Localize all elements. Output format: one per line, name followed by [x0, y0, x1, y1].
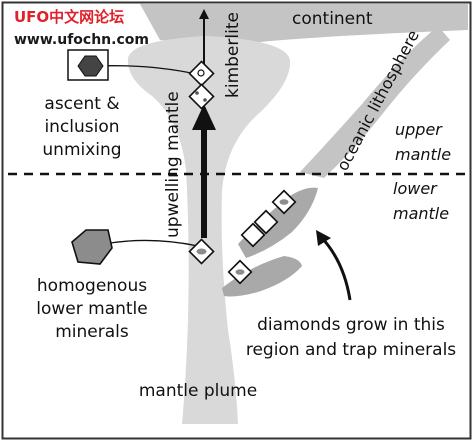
label-lower-1: lower — [393, 179, 438, 198]
label-lower-2: mantle — [393, 204, 449, 223]
connector-homogenous — [103, 239, 199, 247]
upwelling-arrow-head — [192, 104, 216, 130]
label-upper-2: mantle — [395, 145, 451, 164]
label-upwelling-mantle: upwelling mantle — [163, 91, 183, 238]
slab-diamond-3 — [240, 222, 266, 248]
label-homogenous-2: lower mantle — [36, 299, 147, 319]
slab-diamond-2 — [253, 209, 279, 235]
diamond-marker-middle — [188, 83, 215, 110]
diamonds-arrow-shaft — [320, 236, 352, 301]
diamond-marker-lower — [188, 238, 215, 265]
oceanic-lithosphere-shape — [300, 26, 450, 178]
diamond-marker-upper — [188, 60, 215, 87]
label-continent: continent — [292, 9, 373, 29]
mantle-plume-shape — [127, 36, 291, 424]
label-upper-1: upper — [395, 120, 443, 139]
slab-diamond-1 — [271, 189, 297, 215]
homogenous-mineral-icon — [71, 229, 113, 265]
watermark-line1: UFO中文网论坛 — [14, 8, 124, 26]
slab-chunk-lower — [222, 256, 302, 297]
mineral-box-ascent — [67, 49, 109, 81]
label-ascent-1: ascent & — [44, 94, 119, 114]
slab-diamond-4 — [227, 259, 253, 285]
diamonds-arrow-head — [316, 230, 331, 246]
label-diamonds-1: diamonds grow in this — [257, 315, 445, 335]
continent-shape — [140, 4, 468, 43]
label-diamonds-2: region and trap minerals — [246, 340, 456, 360]
watermark-line2: www.ufochn.com — [14, 32, 149, 48]
label-ascent-2: inclusion — [44, 117, 119, 137]
label-mantle-plume: mantle plume — [139, 381, 257, 401]
label-homogenous-3: minerals — [55, 322, 129, 342]
label-kimberlite: kimberlite — [223, 12, 243, 98]
label-homogenous-1: homogenous — [37, 276, 147, 296]
label-ascent-3: unmixing — [42, 140, 121, 160]
